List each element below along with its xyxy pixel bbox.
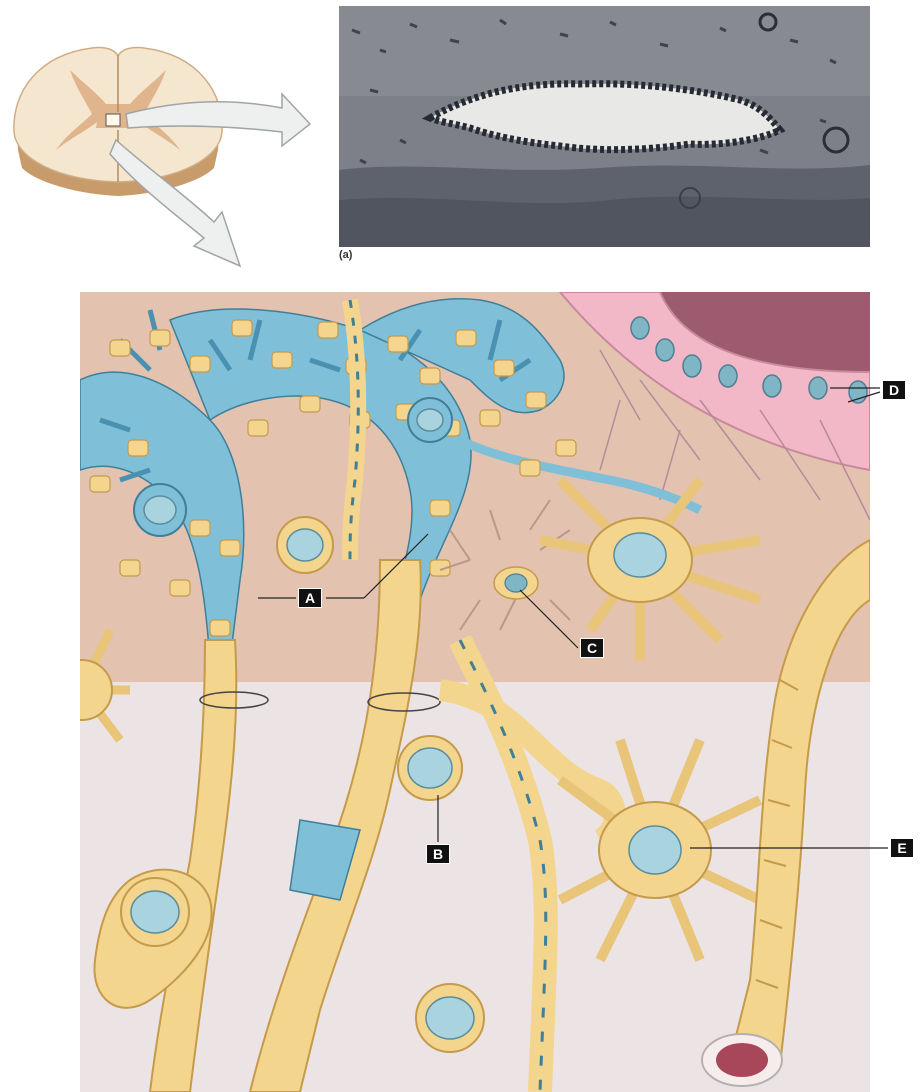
ependymal-nucleus [763,375,781,397]
ependymal-nucleus [809,377,827,399]
ependymal-nucleus [683,355,701,377]
nucleus [614,533,666,577]
ependymal-nucleus [719,365,737,387]
ependymal-nucleus [656,339,674,361]
nucleus [408,748,452,788]
nucleus [131,891,179,933]
label-e: E [890,838,914,858]
label-b: B [426,844,450,864]
ependymal-nucleus [849,381,867,403]
nucleus [144,496,176,524]
nucleus [629,826,681,874]
nucleus [505,574,527,592]
label-a: A [298,588,322,608]
label-c: C [580,638,604,658]
nucleus [426,997,474,1039]
label-d: D [882,380,906,400]
nucleus [417,409,443,431]
ependymal-nucleus [631,317,649,339]
nucleus [287,529,323,561]
